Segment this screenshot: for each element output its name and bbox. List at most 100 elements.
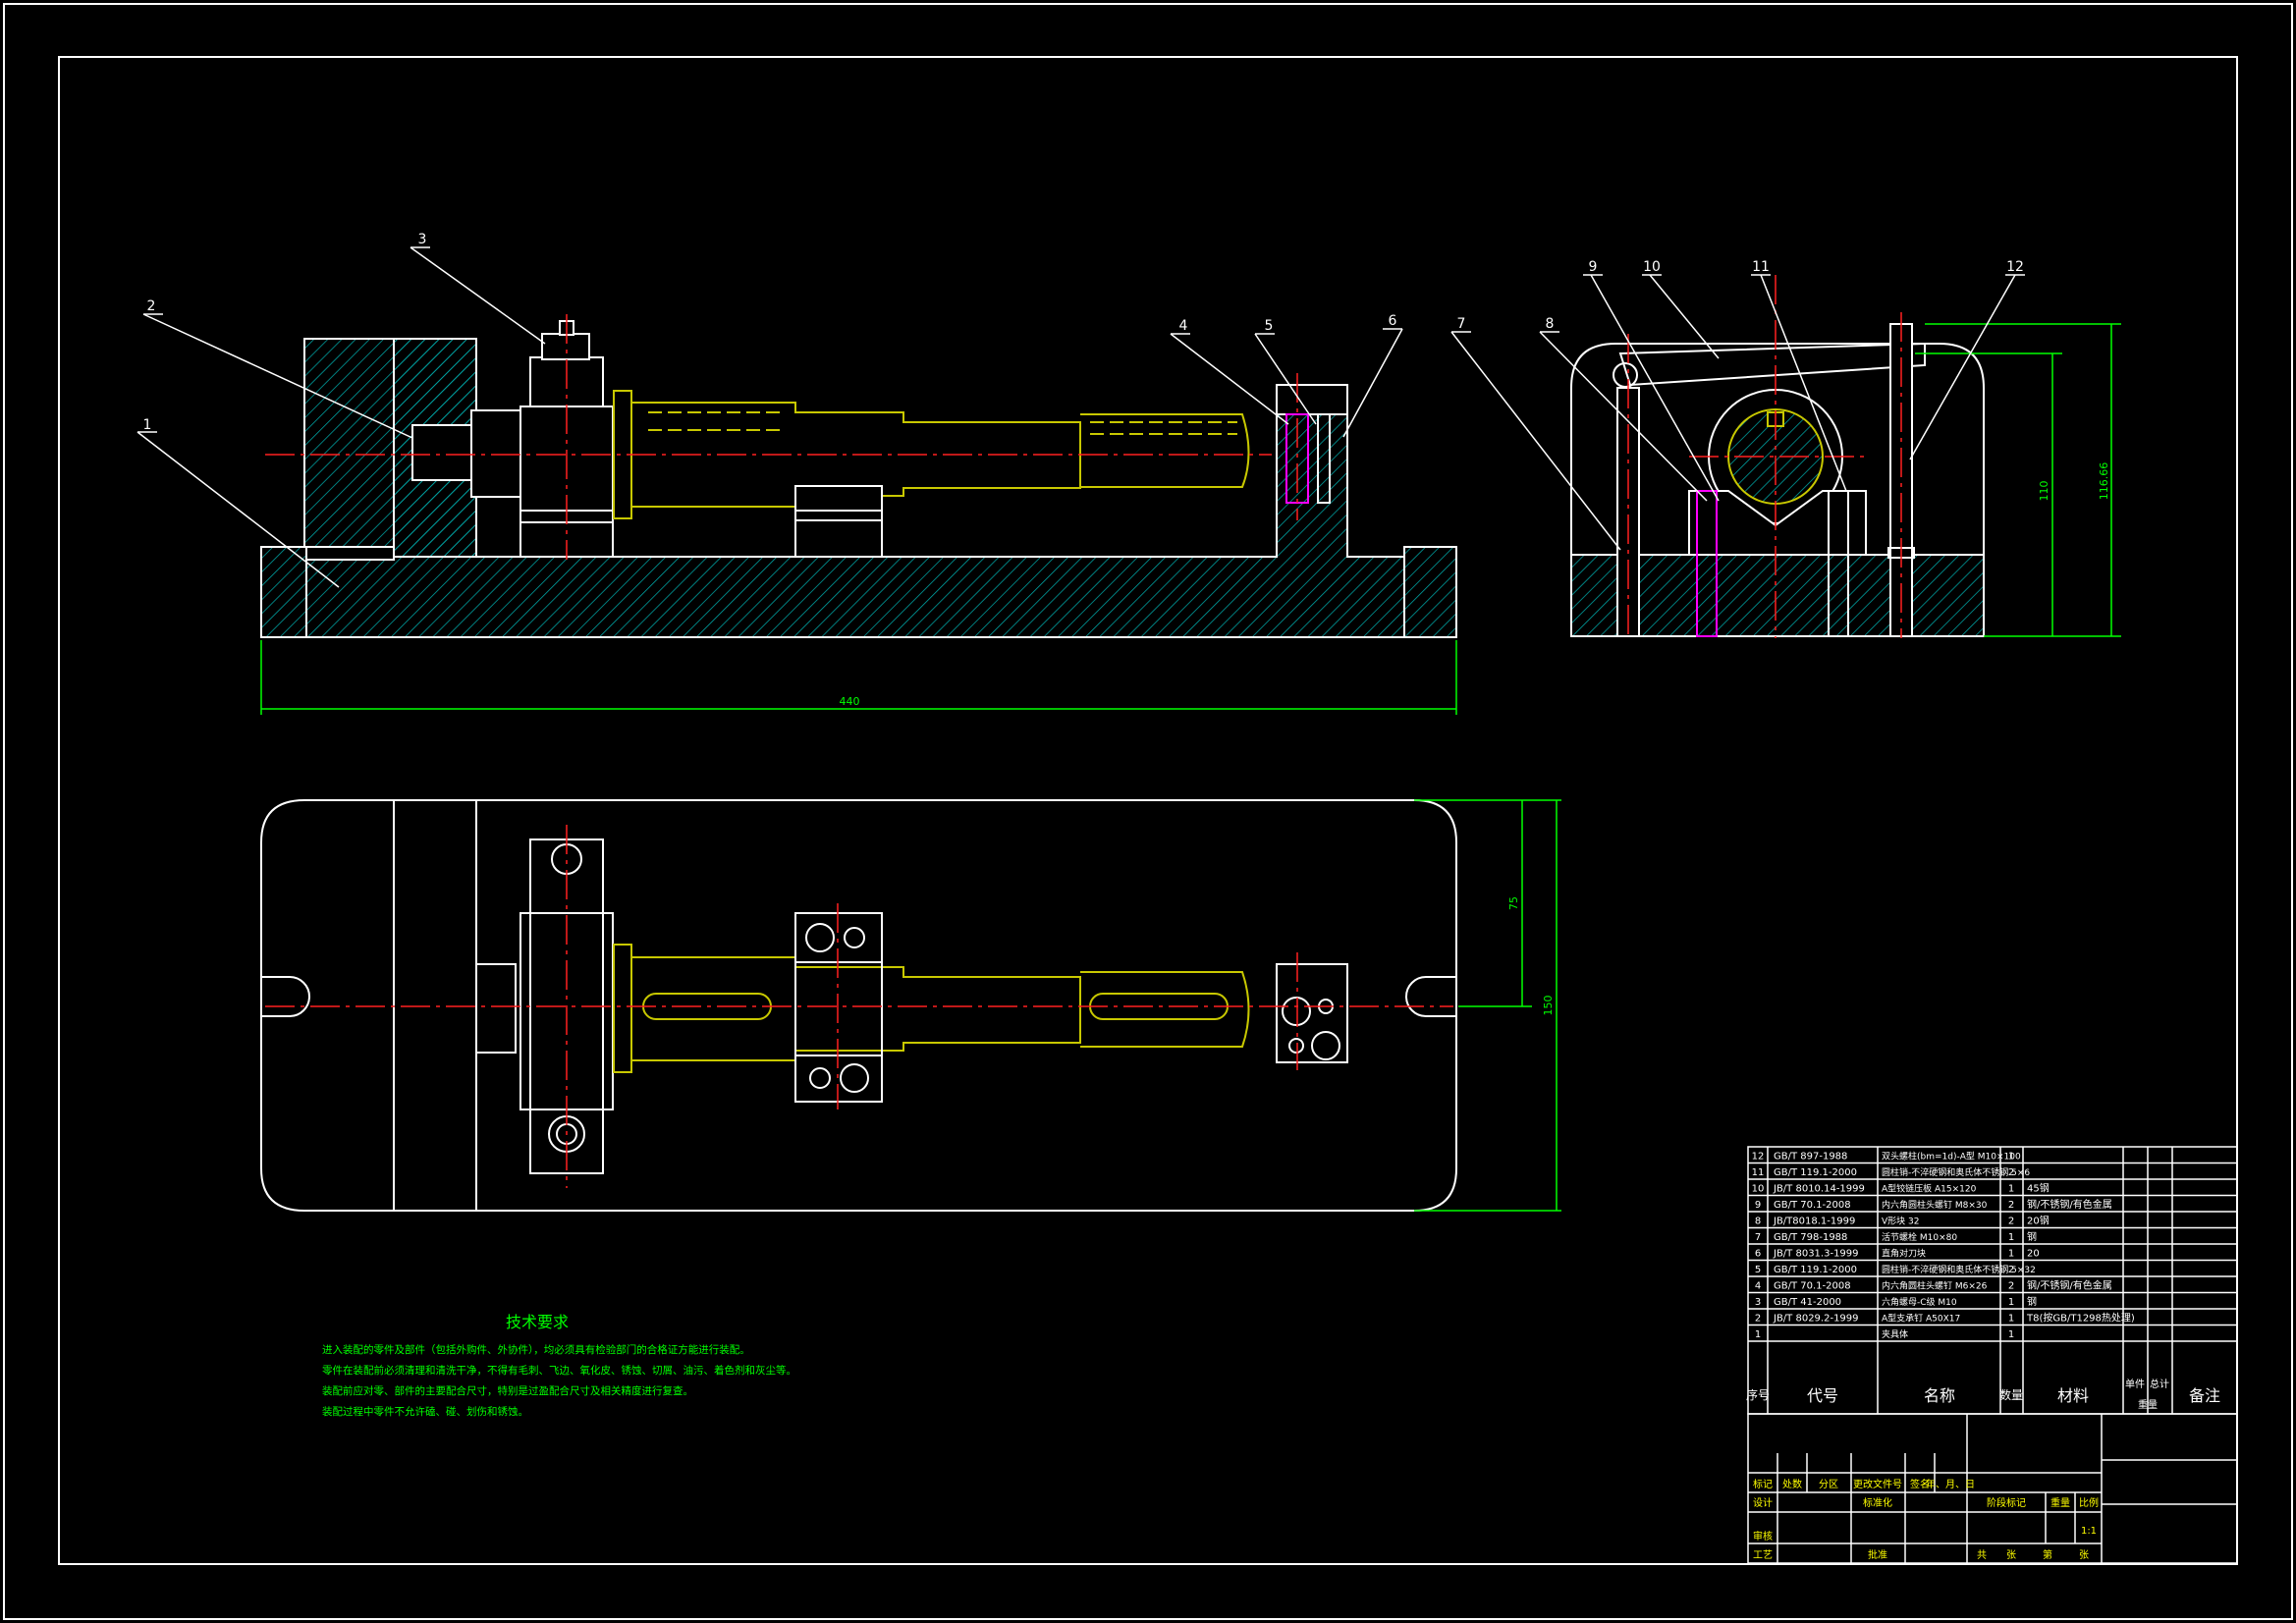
tech-req-line-3: 装配前应对零、部件的主要配合尺寸，特别是过盈配合尺寸及相关精度进行复查。 <box>322 1384 693 1397</box>
bom-cell-no: 4 <box>1755 1281 1761 1292</box>
bom-cell-code: GB/T 70.1-2008 <box>1774 1200 1851 1211</box>
bom-cell-qty: 1 <box>2008 1184 2014 1195</box>
bom-cell-no: 11 <box>1752 1167 1765 1178</box>
tb-process: 工艺 <box>1753 1549 1773 1561</box>
tb-sheets: 张 <box>2006 1549 2016 1561</box>
side-view: 110 116.66 <box>1570 275 2121 638</box>
title-block <box>1747 1413 2238 1564</box>
balloon-4: 4 <box>1179 318 1188 334</box>
bom-cell-no: 6 <box>1755 1249 1761 1260</box>
bom-table <box>1747 1146 2238 1415</box>
bom-header: 序号 代号 名称 数量 材料 单件 总计 重量 备注 <box>1746 1378 2220 1411</box>
bom-cell-qty: 2 <box>2008 1265 2014 1275</box>
tb-sign: 签名 <box>1910 1478 1930 1490</box>
bom-cell-material: 钢/不锈钢/有色金属 <box>2027 1198 2112 1211</box>
bom-cell-name: 六角螺母-C级 M10 <box>1882 1296 1957 1308</box>
balloon-5: 5 <box>1265 318 1274 334</box>
bom-cell-code: GB/T 119.1-2000 <box>1774 1167 1857 1178</box>
bom-cell-name: 活节螺栓 M10×80 <box>1882 1231 1957 1243</box>
tb-scale: 1:1 <box>2081 1526 2097 1537</box>
tech-requirements: 技术要求 进入装配的零件及部件（包括外购件、外协件），均必须具有检验部门的合格证… <box>322 1313 796 1418</box>
tb-approve: 批准 <box>1868 1548 1887 1561</box>
tech-req-line-1: 进入装配的零件及部件（包括外购件、外协件），均必须具有检验部门的合格证方能进行装… <box>322 1343 750 1356</box>
bom-cell-no: 1 <box>1755 1329 1761 1340</box>
bom-cell-qty: 1 <box>2008 1314 2014 1325</box>
bom-cell-name: 内六角圆柱头螺钉 M6×26 <box>1882 1280 1988 1292</box>
tb-count: 处数 <box>1782 1478 1802 1490</box>
front-view: 440 <box>260 314 1457 715</box>
bom-cell-qty: 2 <box>2008 1167 2014 1178</box>
bom-cell-name: 圆柱销-不淬硬钢和奥氏体不锈钢 5×32 <box>1882 1264 2036 1275</box>
dim-plan-width: 150 <box>1542 996 1555 1016</box>
bom-cell-no: 9 <box>1755 1200 1761 1211</box>
bom-cell-name: 圆柱销-不淬硬钢和奥氏体不锈钢 5×6 <box>1882 1166 2030 1178</box>
bom-header-unit-weight: 单件 <box>2125 1379 2145 1390</box>
tech-req-title: 技术要求 <box>506 1313 569 1331</box>
balloon-10: 10 <box>1643 259 1661 275</box>
bom-cell-code: JB/T 8010.14-1999 <box>1773 1184 1865 1195</box>
bom-cell-material: 钢 <box>2027 1295 2037 1308</box>
bom-cell-name: 夹具体 <box>1882 1328 1908 1340</box>
tech-req-line-4: 装配过程中零件不允许磕、碰、划伤和锈蚀。 <box>322 1405 528 1418</box>
bom-cell-qty: 1 <box>2008 1329 2014 1340</box>
tb-stage-mark: 阶段标记 <box>1987 1496 2026 1509</box>
balloon-2: 2 <box>147 298 156 314</box>
bom-cell-material: 45钢 <box>2027 1182 2050 1195</box>
bom-cell-code: JB/T 8031.3-1999 <box>1773 1249 1859 1260</box>
bom-cell-name: V形块 32 <box>1882 1216 1919 1227</box>
bom-header-total-weight: 总计 <box>2150 1378 2169 1390</box>
bom-cell-qty: 2 <box>2008 1281 2014 1292</box>
bom-cell-code: GB/T 119.1-2000 <box>1774 1265 1857 1275</box>
tb-change-doc: 更改文件号 <box>1853 1478 1902 1490</box>
balloon-9: 9 <box>1589 259 1598 275</box>
tb-zone: 分区 <box>1819 1479 1838 1490</box>
bom-cell-qty: 1 <box>2008 1152 2014 1163</box>
bom-cell-no: 12 <box>1752 1152 1765 1163</box>
bom-cell-code: JB/T8018.1-1999 <box>1773 1217 1855 1227</box>
balloon-6: 6 <box>1389 313 1397 329</box>
tech-req-line-2: 零件在装配前必须清理和清洗干净，不得有毛刺、飞边、氧化皮、锈蚀、切屑、油污、着色… <box>322 1364 796 1377</box>
bom-cell-name: A型支承钉 A50X17 <box>1882 1313 1960 1325</box>
bom-cell-name: 双头螺柱(bm=1d)-A型 M10×100 <box>1882 1151 2021 1163</box>
front-leaders <box>137 246 1403 588</box>
tb-scale-label: 比例 <box>2079 1496 2099 1509</box>
balloon-12: 12 <box>2006 259 2024 275</box>
dim-overall-length: 440 <box>840 695 860 708</box>
tb-mark: 标记 <box>1753 1479 1773 1490</box>
bom-header-name: 名称 <box>1924 1386 1955 1405</box>
balloon-7: 7 <box>1457 316 1466 332</box>
bom-cell-material: 20 <box>2027 1249 2040 1260</box>
tb-date: 年、月、日 <box>1926 1478 1975 1490</box>
dim-side-height: 110 <box>2038 481 2050 502</box>
outer-border <box>3 3 2293 1620</box>
dim-side-height-total: 116.66 <box>2098 462 2110 501</box>
bom-cell-no: 7 <box>1755 1232 1761 1243</box>
bom-cell-code: GB/T 798-1988 <box>1774 1232 1847 1243</box>
bom-header-code: 代号 <box>1807 1386 1838 1405</box>
bom-cell-qty: 1 <box>2008 1297 2014 1308</box>
bom-header-weight: 重量 <box>2138 1398 2158 1411</box>
balloon-11: 11 <box>1752 259 1770 275</box>
bom-cell-code: JB/T 8029.2-1999 <box>1773 1314 1859 1325</box>
bom-cell-name: 直角对刀块 <box>1882 1248 1926 1260</box>
bom-cell-no: 10 <box>1752 1184 1765 1195</box>
bom-cell-code: GB/T 41-2000 <box>1774 1297 1841 1308</box>
bom-cell-qty: 2 <box>2008 1200 2014 1211</box>
bom-header-material: 材料 <box>2057 1386 2089 1405</box>
bom-cell-no: 8 <box>1755 1217 1761 1227</box>
bom-header-no: 序号 <box>1746 1387 1770 1402</box>
tb-sheet-unit: 张 <box>2079 1549 2089 1561</box>
bom-header-note: 备注 <box>2189 1386 2220 1405</box>
bom-cell-name: A型铰链压板 A15×120 <box>1882 1183 1977 1195</box>
tb-design: 设计 <box>1753 1496 1773 1509</box>
tb-sheet-no: 第 <box>2043 1548 2052 1561</box>
bom-cell-material: 钢/不锈钢/有色金属 <box>2027 1279 2112 1292</box>
bom-cell-qty: 1 <box>2008 1249 2014 1260</box>
balloon-8: 8 <box>1546 316 1555 332</box>
bom-cell-name: 内六角圆柱头螺钉 M8×30 <box>1882 1199 1988 1211</box>
bom-cell-no: 2 <box>1755 1314 1761 1325</box>
title-block-text: 标记 处数 分区 更改文件号 签名 年、月、日 设计 标准化 阶段标记 重量 比… <box>1753 1478 2099 1561</box>
top-view: 75 150 <box>260 799 1561 1212</box>
